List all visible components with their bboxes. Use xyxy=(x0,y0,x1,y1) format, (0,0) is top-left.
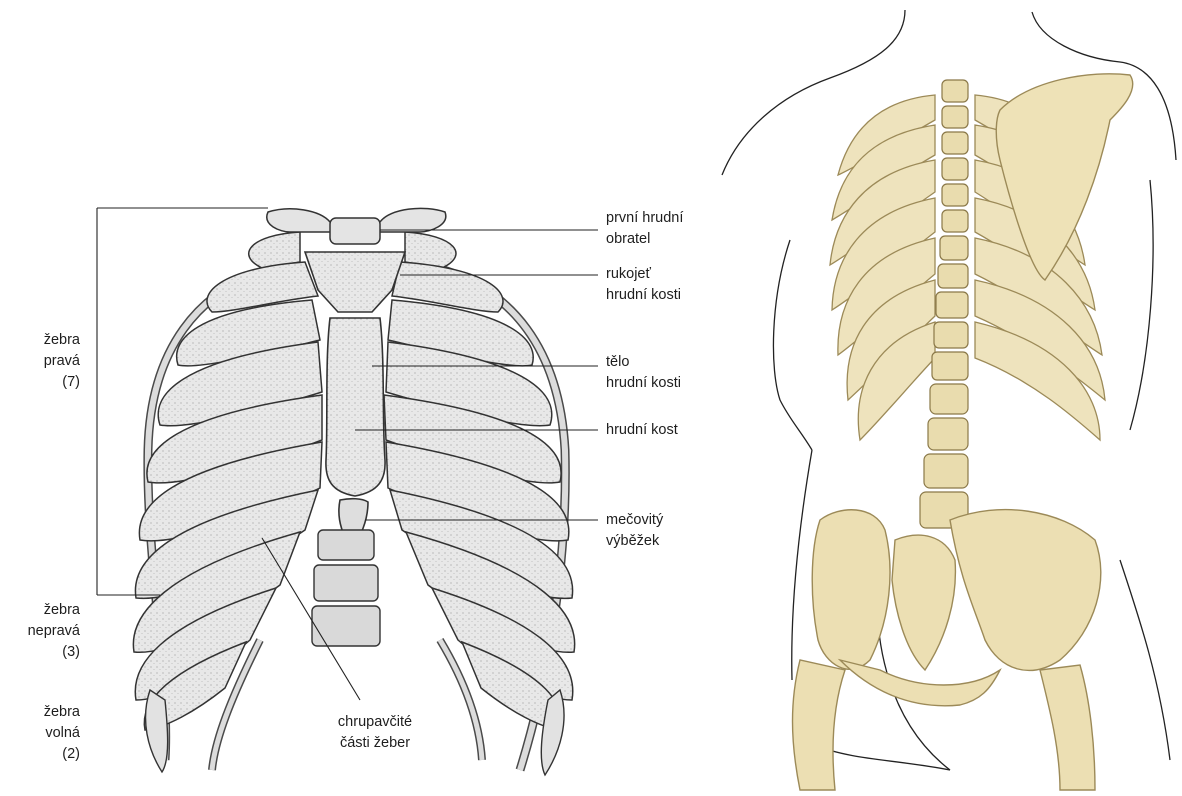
label-manubrium: rukojeť hrudní kosti xyxy=(606,264,681,306)
label-true-ribs: žebra pravá (7) xyxy=(10,330,80,393)
label-sternum: hrudní kost xyxy=(606,420,678,441)
label-false-ribs: žebra nepravá (3) xyxy=(10,600,80,663)
label-sternum-body: tělo hrudní kosti xyxy=(606,352,681,394)
femurs xyxy=(793,660,1096,790)
label-costal-cartilage: chrupavčité části žeber xyxy=(300,712,450,754)
label-first-thoracic-vertebra: první hrudní obratel xyxy=(606,208,683,250)
label-floating-ribs: žebra volná (2) xyxy=(10,702,80,765)
label-xiphoid: mečovitý výběžek xyxy=(606,510,663,552)
